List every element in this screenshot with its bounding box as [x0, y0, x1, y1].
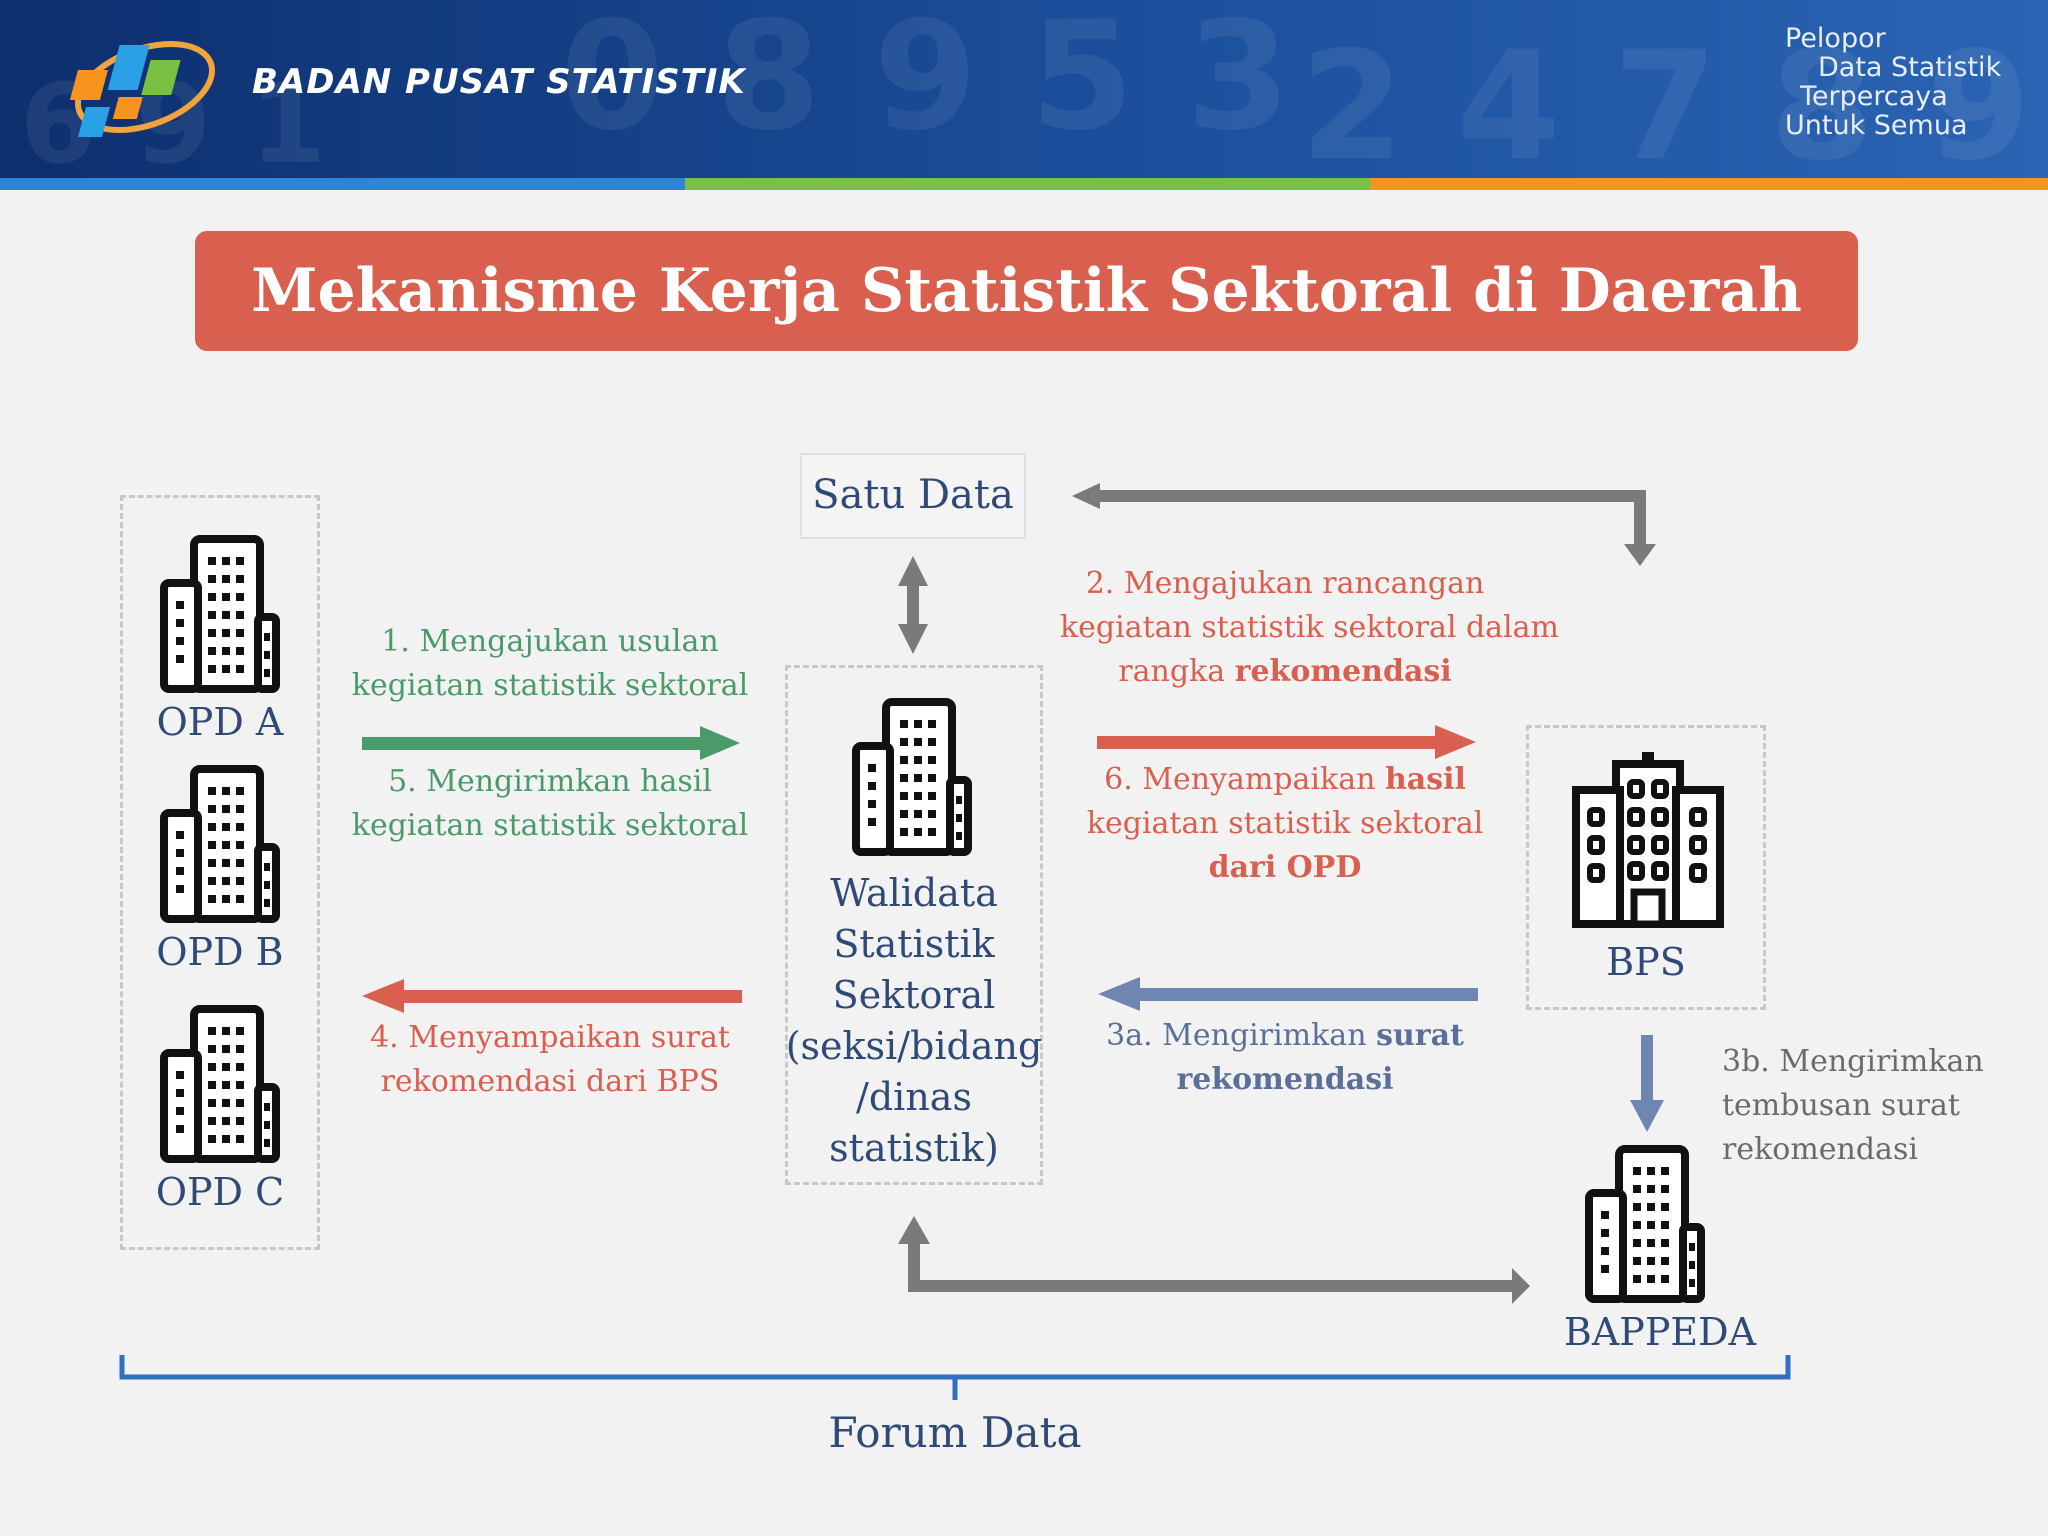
walidata-label-line-6: statistik) [829, 1126, 999, 1170]
arrow-walidata-to-bps [1097, 725, 1476, 759]
step-5-line-2: kegiatan statistik sektoral [351, 808, 749, 843]
step-4-line-1: 4. Menyampaikan surat [370, 1020, 730, 1055]
walidata-label-line-3: Sektoral [832, 973, 996, 1017]
tagline-line-2: Data Statistik [1818, 52, 2002, 83]
satu-data-label: Satu Data [812, 472, 1014, 518]
bappeda-building-icon [1585, 1145, 1705, 1303]
walidata-box [785, 665, 1043, 1185]
step-6-line-2: kegiatan statistik sektoral [1086, 806, 1484, 841]
arrow-satu-data-bps [1072, 483, 1656, 566]
header-bar: 0 8 9 5 3 2 4 7 8 9 6 9 1 BADAN PUSAT ST… [0, 0, 2048, 178]
step-3b-line-2: tembusan surat [1722, 1088, 1960, 1123]
header-bg-numbers-right: 2 4 7 8 9 [1300, 20, 2031, 178]
opd-a-label: OPD A [156, 700, 284, 744]
forum-data-label: Forum Data [828, 1408, 1082, 1457]
opd-b-building-icon [160, 765, 280, 923]
arrow-opd-to-walidata [362, 726, 740, 760]
step-2-line-1: 2. Mengajukan rancangan [1085, 566, 1485, 601]
bps-office-building-icon [1572, 752, 1724, 928]
step-3a-text: 3a. Mengirimkan surat rekomendasi [1060, 1014, 1510, 1102]
step-1-line-2: kegiatan statistik sektoral [351, 668, 749, 703]
bps-label: BPS [1606, 940, 1686, 984]
bappeda-label: BAPPEDA [1563, 1310, 1757, 1354]
walidata-label-line-2: Statistik [833, 922, 995, 966]
title-banner: Mekanisme Kerja Statistik Sektoral di Da… [195, 231, 1858, 351]
opd-c-label: OPD C [155, 1170, 285, 1214]
bps-box [1526, 725, 1766, 1010]
header-color-stripe [0, 178, 2048, 190]
step-1-text: 1. Mengajukan usulan kegiatan statistik … [350, 620, 750, 708]
step-6-text: 6. Menyampaikan hasil kegiatan statistik… [1060, 758, 1510, 890]
tagline-line-3: Terpercaya [1800, 81, 1948, 112]
step-5-text: 5. Mengirimkan hasil kegiatan statistik … [350, 760, 750, 848]
arrow-bps-to-bappeda [1630, 1035, 1664, 1132]
arrow-walidata-to-opd [362, 979, 742, 1013]
step-3b-line-1: 3b. Mengirimkan [1722, 1044, 1984, 1079]
step-2-line-3: rangka rekomendasi [1118, 654, 1452, 689]
walidata-label-line-5: /dinas [856, 1075, 972, 1119]
step-3b-line-3: rekomendasi [1722, 1132, 1918, 1167]
step-1-line-1: 1. Mengajukan usulan [381, 624, 719, 659]
bps-logo-icon [69, 41, 216, 137]
step-4-line-2: rekomendasi dari BPS [380, 1064, 720, 1099]
step-2-line-2: kegiatan statistik sektoral dalam [1060, 610, 1559, 645]
walidata-label: Walidata Statistik Sektoral (seksi/bidan… [785, 868, 1043, 1174]
walidata-label-line-4: (seksi/bidang [785, 1024, 1043, 1068]
page-title: Mekanisme Kerja Statistik Sektoral di Da… [251, 256, 1802, 326]
opd-group-box [120, 495, 320, 1250]
header-bg-numbers: 0 8 9 5 3 [560, 0, 1291, 164]
tagline-line-1: Pelopor [1785, 23, 1886, 54]
tagline-line-4: Untuk Semua [1785, 110, 1968, 141]
step-3a-line-2: rekomendasi [1176, 1062, 1394, 1097]
walidata-label-line-1: Walidata [830, 871, 998, 915]
opd-a-building-icon [160, 535, 280, 693]
step-6-line-3: dari OPD [1208, 850, 1362, 885]
step-5-line-1: 5. Mengirimkan hasil [388, 764, 712, 799]
step-3b-text: 3b. Mengirimkan tembusan surat rekomenda… [1722, 1040, 1984, 1172]
opd-c-building-icon [160, 1005, 280, 1163]
satu-data-box [800, 453, 1026, 539]
org-name: BADAN PUSAT STATISTIK [252, 62, 746, 102]
arrow-walidata-bappeda [898, 1216, 1530, 1304]
walidata-building-icon [852, 698, 972, 856]
arrow-satu-data-walidata [898, 556, 928, 654]
step-2-text: 2. Mengajukan rancangan kegiatan statist… [1060, 562, 1559, 694]
forum-data-bracket [119, 1355, 1791, 1400]
step-3a-line-1: 3a. Mengirimkan surat [1106, 1018, 1464, 1053]
opd-b-label: OPD B [156, 930, 284, 974]
step-4-text: 4. Menyampaikan surat rekomendasi dari B… [350, 1016, 750, 1104]
step-6-line-1: 6. Menyampaikan hasil [1104, 762, 1466, 797]
arrow-bps-to-walidata [1098, 977, 1478, 1011]
